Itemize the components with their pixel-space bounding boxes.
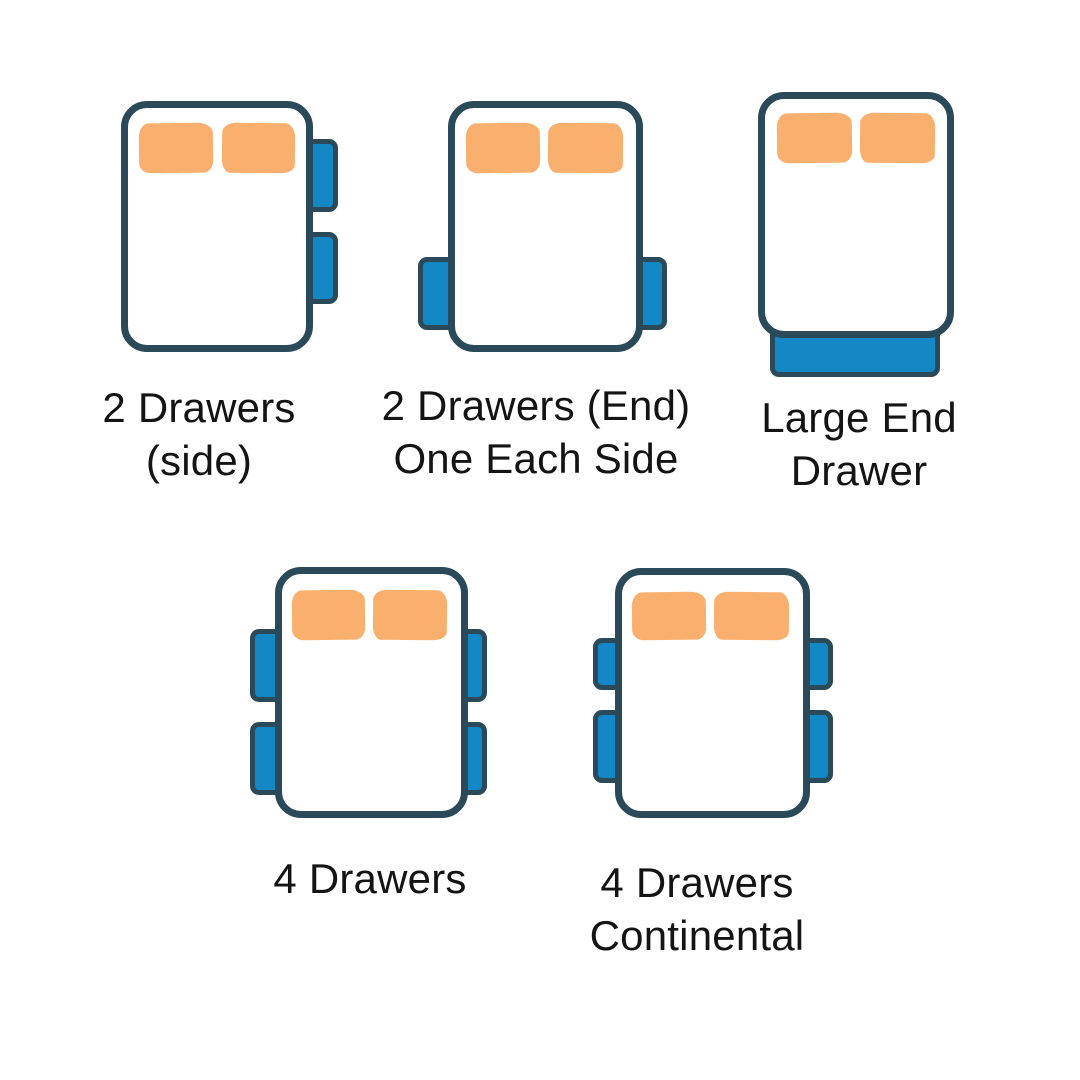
bed-option-label: 2 Drawers (End) One Each Side [376, 380, 696, 486]
bed-option-label-line: Drawer [790, 446, 928, 494]
bed-option-label-line: Large End [761, 394, 957, 441]
pillow [465, 122, 541, 174]
bed-option-label: 4 Drawers [210, 853, 530, 906]
pillow [221, 122, 296, 174]
bed-option-label-line: Continental [589, 911, 805, 959]
pillow [138, 122, 214, 174]
bed-option-label-line: 2 Drawers [102, 384, 296, 431]
bed-option-label: 2 Drawers (side) [39, 382, 359, 488]
pillow [547, 122, 624, 174]
bed-option-label-line: 2 Drawers (End) [381, 382, 691, 429]
pillow [776, 112, 853, 164]
pillow [631, 591, 707, 641]
pillow [372, 589, 448, 641]
pillow [713, 591, 790, 641]
bed-option-label-line: (side) [145, 436, 253, 484]
bed-option-label-line: One Each Side [393, 434, 679, 482]
bed-option-label-line: 4 Drawers [600, 859, 794, 906]
bed-option-label-line: 4 Drawers [273, 855, 467, 902]
pillow [291, 589, 366, 641]
pillow [859, 112, 936, 164]
